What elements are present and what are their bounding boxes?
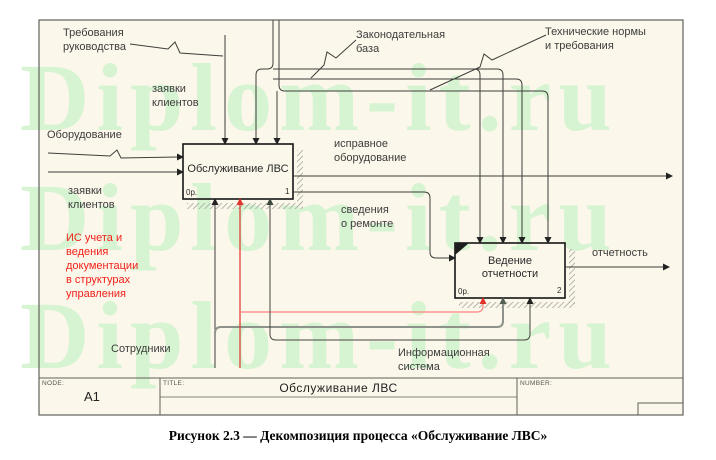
box1-shadow-bottom [187,203,303,209]
number-label: NUMBER: [520,380,553,387]
box2-corner-fold [455,243,469,255]
box2-title: Ведение отчетности [481,255,539,280]
box2-code: 0р. [458,287,470,296]
node-label: NODE: [42,380,65,387]
label-repair-info: сведения о ремонте [341,204,394,231]
watermark-row-2: Diplom-it.ru [20,164,619,271]
label-reporting: отчетность [592,247,648,259]
mechanism-lines [214,204,531,368]
title-value: Обслуживание ЛВС [279,381,398,395]
label-equipment: Оборудование [47,129,122,141]
label-client-requests-left: заявки клиентов [68,185,115,212]
label-technical-norms: Технические нормы и требования [545,26,646,53]
label-client-requests-top: заявки клиентов [152,83,199,110]
diagram-background [39,20,683,415]
label-is-accounting: ИС учета и ведения документации в структ… [66,232,139,301]
box2-shadow-bottom [459,302,575,308]
label-working-equipment: исправное оборудование [334,138,407,165]
input-lines [47,149,179,173]
number-inner-box [637,402,684,416]
box1-number: 1 [285,187,290,196]
label-management-requirements: Требования руководства [63,27,126,54]
box2-number: 2 [557,286,562,295]
title-bar [39,377,684,416]
red-mechanism-branch [240,303,484,313]
output-lines [293,175,666,268]
label-information-system: Информационная система [398,347,490,374]
label-legislative-base: Законодательная база [356,29,446,56]
watermark-row-1: Diplom-it.ru [20,44,619,151]
box1-code: 0р. [186,188,198,197]
control-lines [129,20,549,238]
arrowheads [177,138,673,304]
diagram-border [38,19,684,416]
node-value: A1 [84,389,100,404]
figure-caption: Рисунок 2.3 — Декомпозиция процесса «Обс… [168,428,548,443]
box1-shadow-right [297,150,303,205]
activity-box-2 [454,242,566,299]
box2-shadow-right [569,249,575,304]
label-employees: Сотрудники [111,343,171,355]
title-label: TITLE: [163,380,185,387]
box1-title: Обслуживание ЛВС [187,163,289,175]
